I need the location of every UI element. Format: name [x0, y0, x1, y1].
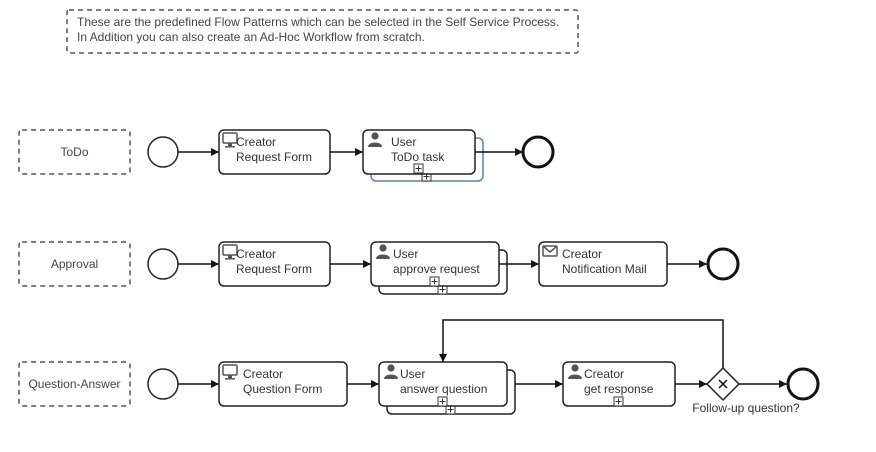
- start-event[interactable]: [147, 368, 179, 400]
- pattern-label-box[interactable]: [18, 361, 131, 407]
- end-event[interactable]: [706, 247, 740, 281]
- pattern-label: Approval: [51, 257, 98, 271]
- expand-icon[interactable]: [429, 276, 440, 287]
- gateway-label: Follow-up question?: [692, 401, 800, 415]
- note-line-1: These are the predefined Flow Patterns w…: [77, 15, 559, 29]
- task-name: Request Form: [236, 262, 312, 276]
- task-name: ToDo task: [391, 150, 445, 164]
- task-name: Question Form: [243, 382, 322, 396]
- task-role: Creator: [562, 247, 602, 261]
- pattern-label: ToDo: [60, 145, 88, 159]
- task-role: User: [400, 367, 425, 381]
- start-event[interactable]: [147, 136, 179, 168]
- task-role: Creator: [243, 367, 283, 381]
- expand-icon[interactable]: [437, 396, 448, 407]
- pattern-label-box[interactable]: [18, 241, 131, 287]
- pattern-question-answer: Question-Answer Creator Question Form Us…: [18, 319, 820, 415]
- pattern-label-box[interactable]: [18, 129, 131, 175]
- task-user-approve-request[interactable]: User approve request: [370, 241, 508, 295]
- description-note: These are the predefined Flow Patterns w…: [66, 9, 579, 54]
- task-creator-request-form[interactable]: Creator Request Form: [218, 241, 331, 287]
- task-creator-question-form[interactable]: Creator Question Form: [218, 361, 348, 407]
- task-name: Notification Mail: [562, 262, 647, 276]
- task-role: User: [391, 135, 416, 149]
- pattern-approval: Approval Creator Request Form User appro…: [18, 241, 740, 295]
- task-creator-notification-mail[interactable]: Creator Notification Mail: [538, 241, 668, 287]
- x-icon: [718, 379, 728, 389]
- task-user-todo-task[interactable]: User ToDo task: [362, 129, 484, 182]
- note-box: [66, 9, 579, 54]
- start-event[interactable]: [147, 248, 179, 280]
- task-name: get response: [584, 382, 654, 396]
- exclusive-gateway[interactable]: Follow-up question?: [692, 366, 800, 415]
- task-user-answer-question[interactable]: User answer question: [378, 361, 516, 415]
- task-name: Request Form: [236, 150, 312, 164]
- end-event[interactable]: [786, 367, 820, 401]
- task-name: approve request: [393, 262, 480, 276]
- note-line-2: In Addition you can also create an Ad-Ho…: [77, 30, 425, 44]
- pattern-label: Question-Answer: [28, 377, 120, 391]
- end-event[interactable]: [521, 135, 555, 169]
- expand-icon[interactable]: [413, 163, 424, 174]
- loop-back-flow[interactable]: [439, 319, 724, 368]
- expand-icon[interactable]: [613, 396, 624, 407]
- task-name: answer question: [400, 382, 487, 396]
- task-creator-get-response[interactable]: Creator get response: [562, 361, 676, 407]
- task-role: User: [393, 247, 418, 261]
- task-role: Creator: [236, 247, 276, 261]
- pattern-todo: ToDo Creator Request Form User ToDo task: [18, 129, 555, 182]
- task-role: Creator: [236, 135, 276, 149]
- task-creator-request-form[interactable]: Creator Request Form: [218, 129, 331, 175]
- task-role: Creator: [584, 367, 624, 381]
